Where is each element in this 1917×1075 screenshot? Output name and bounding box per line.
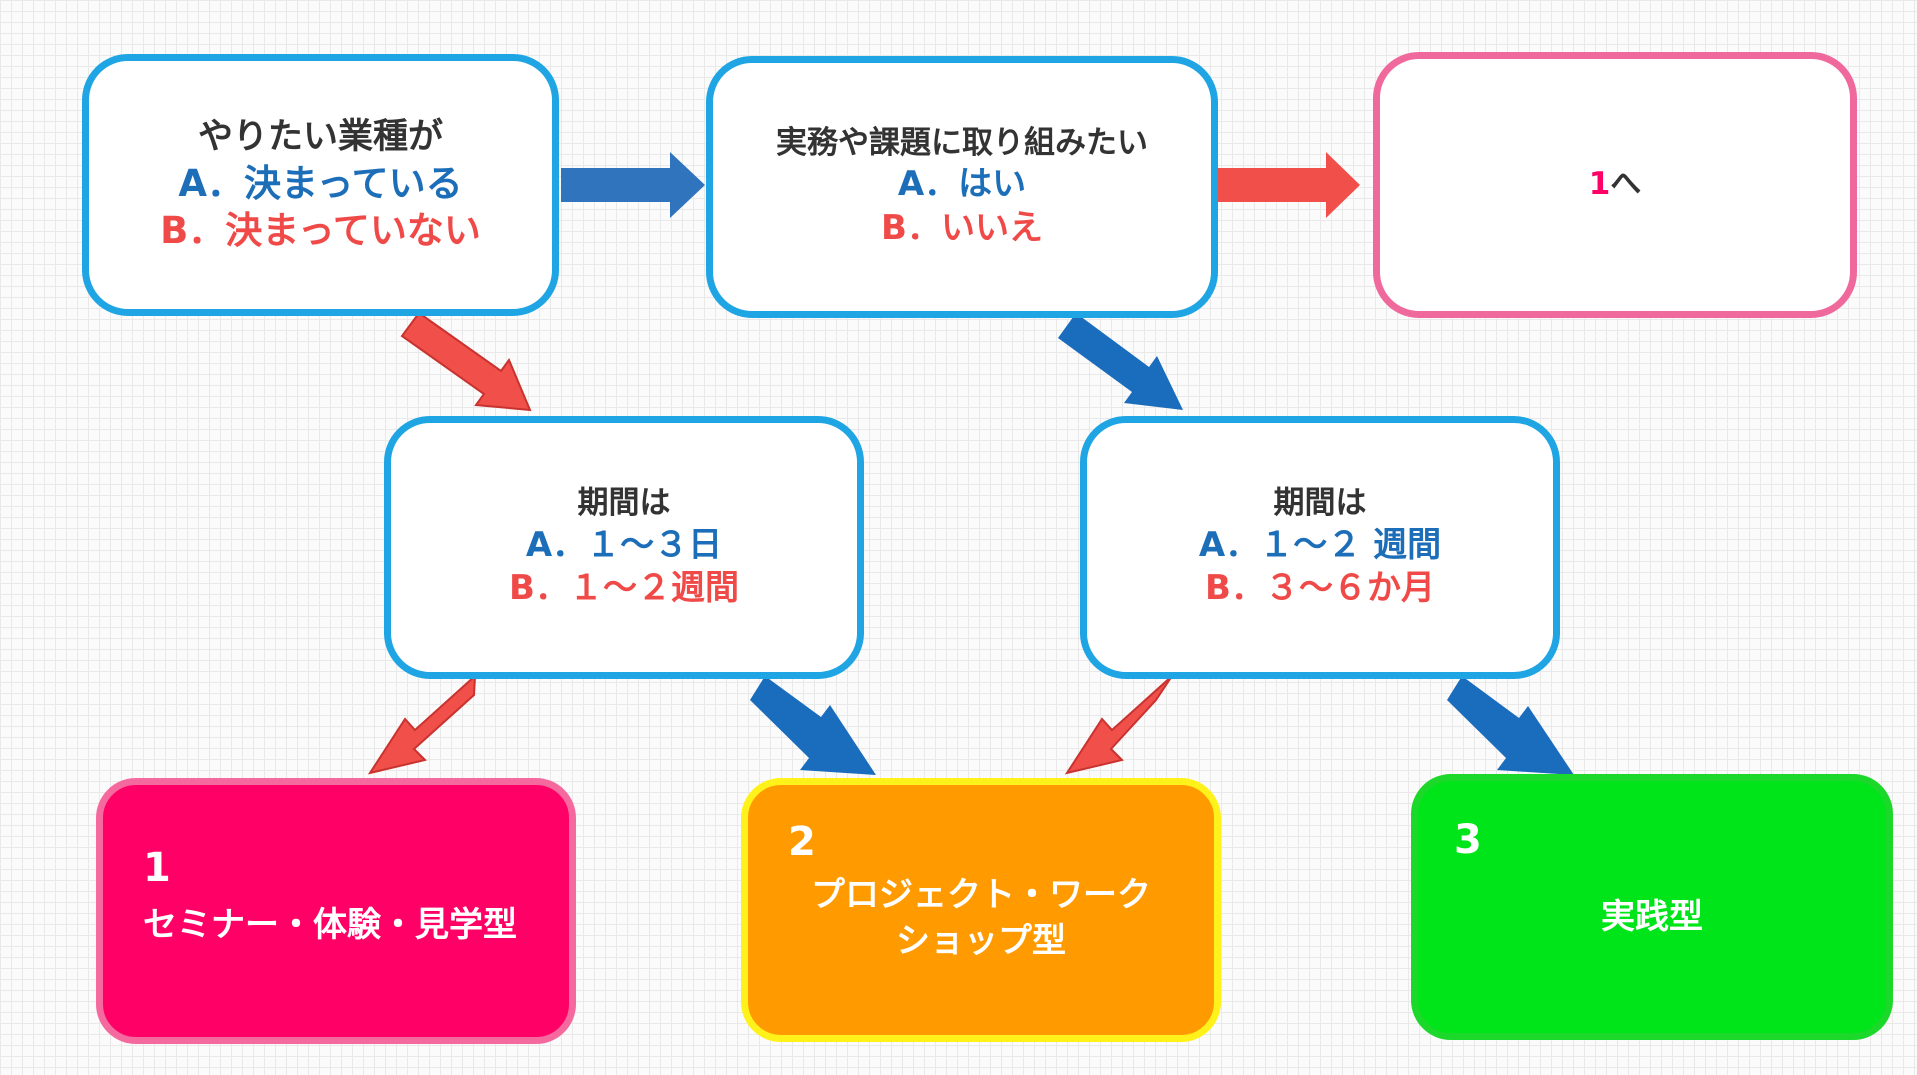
result-number: 2 <box>788 819 816 865</box>
result-label: 実践型 <box>1418 895 1886 941</box>
question-text: 期間は <box>1273 485 1367 522</box>
result-label: プロジェクト・ワーク ショップ型 <box>748 873 1214 965</box>
result-label-line: セミナー・体験・見学型 <box>143 905 517 945</box>
arrow-q3-to-result2 <box>750 676 876 775</box>
option-a-text: A．１～３日 <box>525 524 723 565</box>
question-box-practical-work: 実務や課題に取り組みたい A．はい B．いいえ <box>706 56 1218 318</box>
option-a-text: A．はい <box>897 164 1027 205</box>
result-box-seminar: 1 セミナー・体験・見学型 <box>96 778 576 1044</box>
option-b-text: B．１～２週間 <box>509 568 739 609</box>
result-box-practical: 3 実践型 <box>1411 774 1893 1040</box>
question-text: やりたい業種が <box>197 117 443 158</box>
result-number: 3 <box>1454 817 1482 863</box>
option-a-text: A．１～２ 週間 <box>1198 524 1442 565</box>
result-label: セミナー・体験・見学型 <box>143 903 569 949</box>
result-label-line: 実践型 <box>1601 897 1703 937</box>
goto-suffix: へ <box>1610 166 1642 203</box>
question-box-duration-right: 期間は A．１～２ 週間 B．３～６か月 <box>1080 416 1560 679</box>
arrow-q4-to-result2 <box>1064 675 1173 775</box>
option-b-text: B．３～６か月 <box>1205 568 1435 609</box>
arrow-q1-to-q2 <box>561 152 705 218</box>
option-a-text: A．決まっている <box>178 162 463 206</box>
result-label-line: プロジェクト・ワーク <box>811 875 1151 915</box>
option-b-text: B．決まっていない <box>160 209 481 253</box>
arrow-q4-to-result3 <box>1447 676 1574 775</box>
goto-number: 1 <box>1588 166 1611 203</box>
option-b-text: B．いいえ <box>881 207 1043 248</box>
question-box-industry: やりたい業種が A．決まっている B．決まっていない <box>82 54 559 316</box>
goto-box: 1へ <box>1373 52 1857 318</box>
result-label-line: ショップ型 <box>896 920 1066 961</box>
goto-text: 1へ <box>1589 165 1642 205</box>
arrow-q2-to-goto <box>1216 152 1360 218</box>
arrow-q3-to-result1 <box>367 673 477 775</box>
result-number: 1 <box>143 845 171 891</box>
result-box-project-workshop: 2 プロジェクト・ワーク ショップ型 <box>741 778 1221 1042</box>
arrow-q2-to-q4 <box>1058 313 1183 410</box>
question-box-duration-left: 期間は A．１～３日 B．１～２週間 <box>384 416 864 679</box>
question-text: 実務や課題に取り組みたい <box>776 124 1148 161</box>
question-text: 期間は <box>577 485 671 522</box>
arrow-q1-to-q3 <box>400 311 532 412</box>
